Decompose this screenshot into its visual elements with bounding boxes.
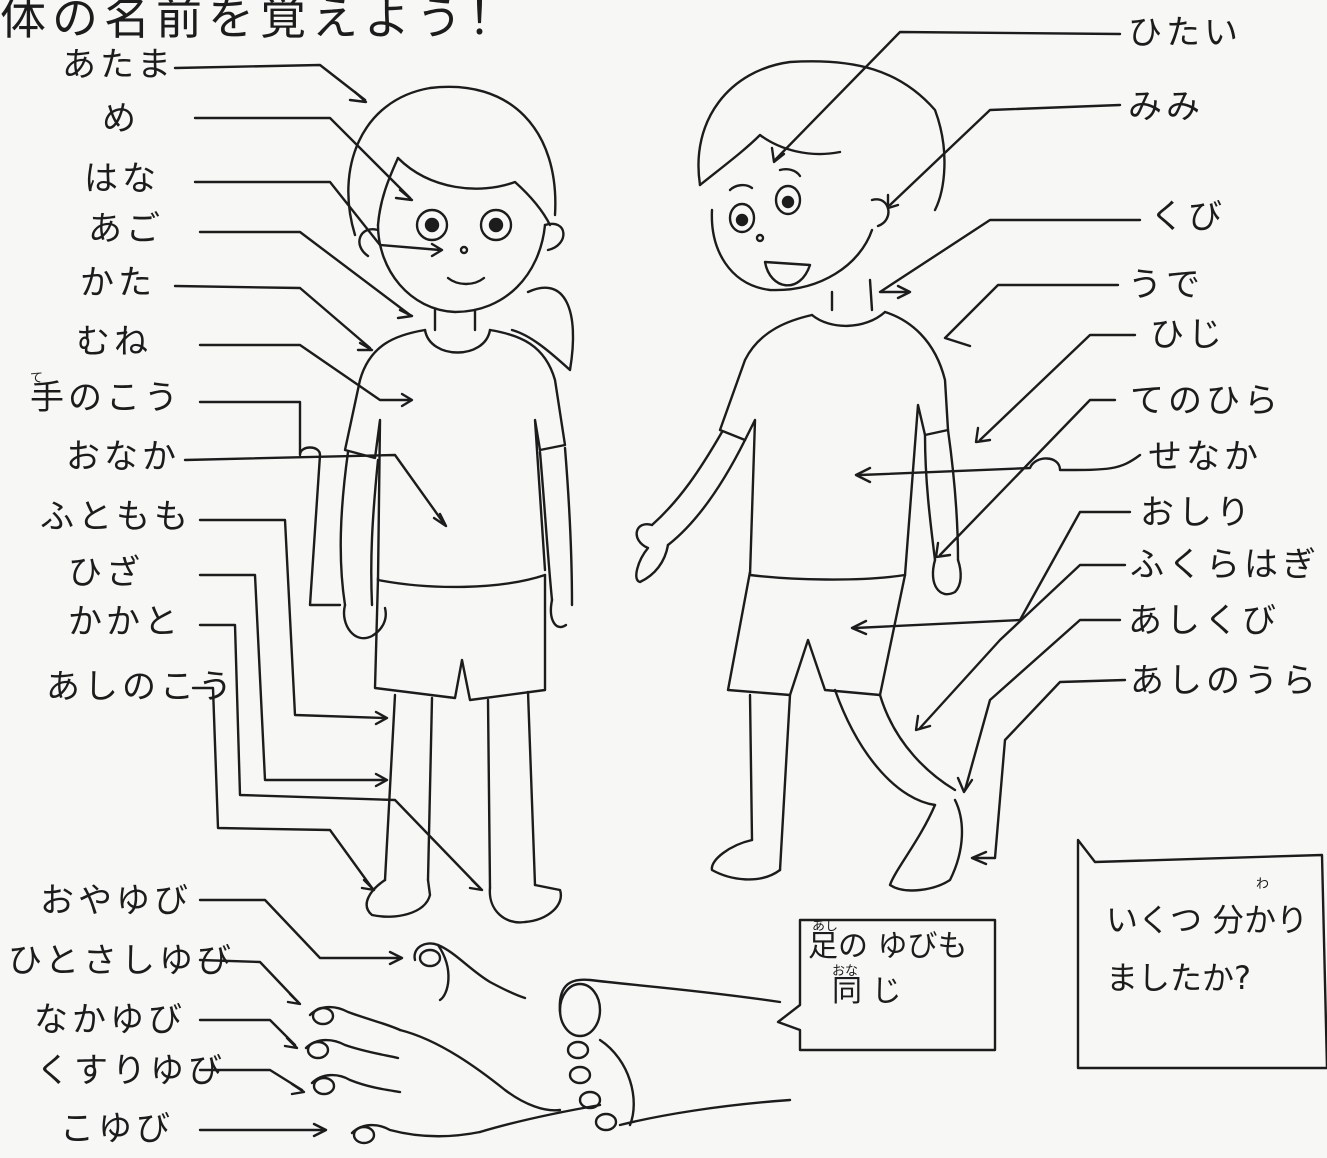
hand-illustration — [304, 942, 602, 1145]
foot-bubble-line1-text: 足の ゆびも — [808, 929, 968, 964]
label-mune: むね — [76, 322, 152, 362]
label-ashikubi: あしくび — [1128, 601, 1280, 641]
worksheet-title: 体の名前を覚えよう！ — [0, 0, 520, 45]
label-hitai: ひたい — [1128, 13, 1242, 53]
label-tenokou: て 手のこう — [30, 372, 182, 415]
label-hiji: ひじ — [1150, 315, 1226, 355]
label-futomomo: ふともも — [40, 497, 192, 537]
label-kata: かた — [80, 263, 156, 303]
label-kubi: くび — [1150, 197, 1226, 237]
question-box-outline — [1076, 838, 1327, 1070]
question-line2: ましたか? — [1106, 958, 1251, 997]
label-onaka: おなか — [66, 437, 180, 477]
left-leader-lines — [173, 63, 484, 892]
foot-illustration — [558, 978, 792, 1132]
ruby-ona: おな — [832, 964, 859, 979]
label-ashinokou: あしのこう — [46, 667, 236, 707]
label-koyubi: こゆび — [60, 1109, 174, 1149]
foot-bubble-line2-text: 同 じ — [832, 974, 902, 1009]
label-mimi: みみ — [1128, 87, 1204, 127]
question-box-text: わ いくつ 分かり ましたか? — [1106, 878, 1309, 1007]
label-me: め — [102, 99, 140, 139]
label-atama: あたま — [62, 45, 175, 85]
label-tenohira: てのひら — [1130, 381, 1282, 421]
finger-leader-lines — [198, 898, 404, 1138]
label-hitosashiyubi: ひとさしゆび — [8, 941, 235, 981]
foot-bubble-line2: おな 同 じ — [808, 965, 968, 1014]
label-kakato: かかと — [68, 602, 182, 642]
label-nakayubi: なかゆび — [34, 1000, 186, 1040]
label-tenokou-text: 手のこう — [30, 378, 182, 418]
label-ude: うで — [1128, 265, 1204, 305]
right-leader-lines — [770, 30, 1142, 866]
label-senaka: せなか — [1148, 437, 1262, 477]
girl-figure — [339, 85, 575, 924]
label-kusuriyubi: くすりゆび — [36, 1051, 226, 1091]
label-hana: はな — [84, 159, 160, 199]
foot-bubble-text: あし 足の ゆびも おな 同 じ — [808, 920, 968, 1014]
label-ashinoura: あしのうら — [1130, 661, 1320, 701]
foot-bubble-line1: あし 足の ゆびも — [808, 920, 968, 969]
label-hiza: ひざ — [68, 553, 144, 593]
ruby-ashi: あし — [812, 919, 839, 934]
label-fukurahagi: ふくらはぎ — [1130, 545, 1320, 585]
label-oyayubi: おやゆび — [40, 881, 192, 921]
ruby-wa: わ — [1256, 877, 1270, 892]
foot-bubble-outline — [776, 918, 997, 1052]
label-oshiri: おしり — [1140, 493, 1254, 533]
question-line1: わ いくつ 分かり — [1106, 878, 1309, 950]
boy-figure — [635, 60, 964, 892]
label-ago: あご — [88, 209, 164, 249]
ruby-te: て — [30, 371, 48, 386]
question-line1-text: いくつ 分かり — [1106, 901, 1309, 939]
